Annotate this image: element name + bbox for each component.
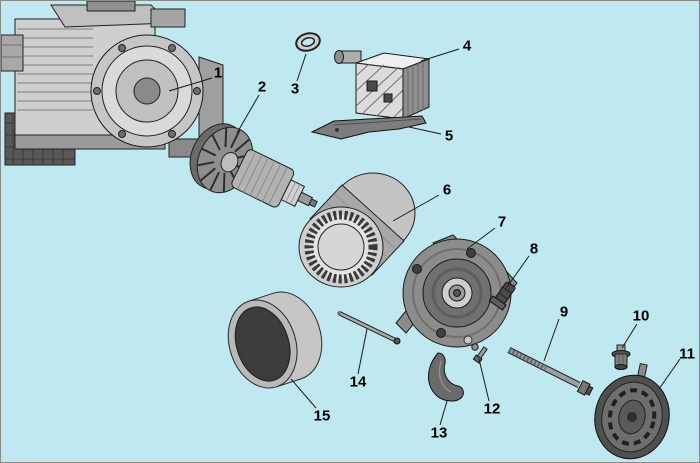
part-screw-washers	[463, 335, 488, 364]
part-terminal-plug	[611, 344, 631, 370]
part-end-bracket	[395, 234, 518, 348]
part-stator-core	[298, 172, 416, 288]
part-rotor-armature	[189, 123, 318, 208]
part-through-bolt	[507, 347, 594, 396]
part-control-block	[334, 50, 430, 120]
part-flat-bracket	[310, 115, 427, 140]
part-end-cover	[594, 362, 670, 460]
part-label-10: 10	[632, 307, 650, 325]
part-sleeve-band	[227, 291, 323, 389]
part-label-13: 13	[430, 424, 448, 442]
part-label-2: 2	[257, 78, 267, 96]
part-curved-guard	[428, 352, 464, 402]
part-label-8: 8	[529, 240, 539, 258]
part-label-15: 15	[313, 407, 331, 425]
part-label-12: 12	[483, 400, 501, 418]
leader-lines	[168, 48, 681, 426]
part-label-7: 7	[497, 213, 507, 231]
part-label-6: 6	[442, 181, 452, 199]
part-label-9: 9	[559, 303, 569, 321]
part-engine-assembly	[1, 1, 224, 166]
part-tie-rod	[337, 310, 401, 345]
part-label-14: 14	[349, 373, 367, 391]
part-brush-holder	[488, 281, 516, 311]
part-label-4: 4	[462, 37, 472, 55]
part-label-5: 5	[444, 127, 454, 145]
part-label-11: 11	[679, 345, 695, 363]
part-label-1: 1	[213, 64, 223, 82]
part-label-3: 3	[290, 80, 300, 98]
part-gasket-ring	[295, 32, 321, 52]
